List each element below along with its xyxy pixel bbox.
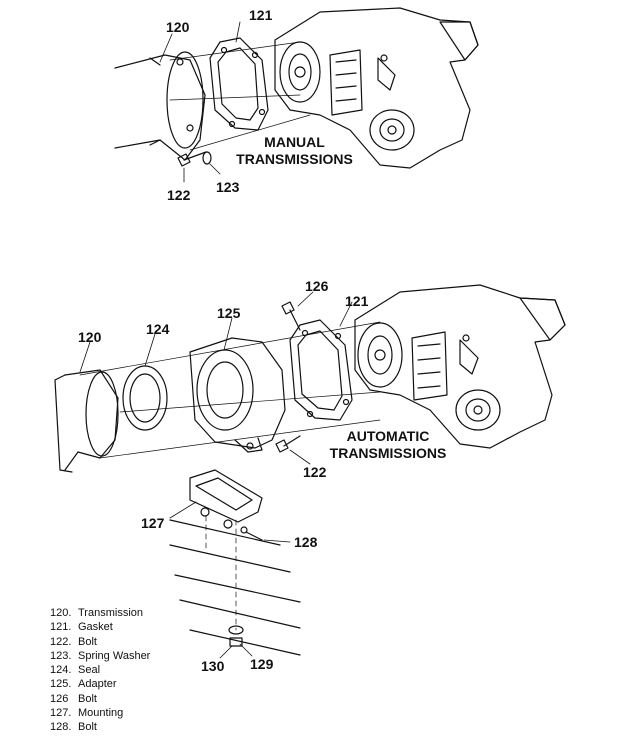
automatic-transmissions-caption: AUTOMATIC TRANSMISSIONS (323, 428, 453, 462)
manual-alignment-lines (169, 41, 311, 151)
callout-120-manual: 120 (166, 19, 190, 35)
legend-number: 121. (50, 621, 72, 634)
legend-label: Seal (78, 664, 101, 677)
legend-number: 128. (50, 721, 72, 734)
legend-item: 127. Mounting (50, 706, 150, 720)
legend-item: 122. Bolt (50, 635, 150, 649)
callout-130: 130 (201, 658, 225, 674)
auto-alignment-lines (79, 321, 381, 459)
legend-item: 125. Adapter (50, 677, 150, 691)
callout-127: 127 (141, 515, 165, 531)
auto-adapter (189, 337, 286, 453)
caption-auto-line2: TRANSMISSIONS (329, 445, 447, 461)
legend-label: Adapter (78, 678, 117, 691)
legend-item: 120. Transmission (50, 606, 150, 620)
legend-number: 123. (50, 649, 72, 662)
legend-item: 121. Gasket (50, 620, 150, 634)
auto-gasket (289, 319, 353, 421)
callout-126: 126 (305, 278, 329, 294)
legend-item: 123. Spring Washer (50, 649, 150, 663)
legend-label: Bolt (78, 721, 97, 734)
mount-centerline (205, 515, 237, 631)
parts-legend: 120. Transmission 121. Gasket 122. Bolt 123… (50, 606, 150, 735)
auto-transmission-housing (54, 369, 119, 473)
legend-number: 126 (50, 692, 69, 705)
auto-bolts (275, 301, 301, 453)
manual-bolt-and-washer (177, 151, 212, 167)
callout-123-manual: 123 (216, 179, 240, 195)
callout-125: 125 (217, 305, 241, 321)
legend-number: 125. (50, 678, 72, 691)
legend-number: 124. (50, 664, 72, 677)
manual-transmission-housing (114, 51, 206, 161)
legend-item: 126 Bolt (50, 692, 150, 706)
crossmember (169, 519, 301, 656)
caption-auto-line1: AUTOMATIC (346, 428, 430, 444)
callout-124: 124 (146, 321, 170, 337)
legend-label: Transmission (78, 607, 143, 619)
callout-122-auto: 122 (303, 464, 327, 480)
manual-transmissions-caption: MANUAL TRANSMISSIONS (232, 134, 357, 168)
manual-leader-lines (159, 21, 241, 183)
legend-label: Mounting (78, 707, 124, 720)
callout-128: 128 (294, 534, 318, 550)
legend-label: Bolt (78, 635, 97, 648)
manual-transfer-case (274, 7, 479, 169)
legend-label: Gasket (78, 621, 113, 634)
callout-122-manual: 122 (167, 187, 191, 203)
legend-item: 128. Bolt (50, 720, 150, 734)
legend-number: 127. (50, 707, 72, 720)
callout-120-auto: 120 (78, 329, 102, 345)
callout-129: 129 (250, 656, 274, 672)
legend-item: 124. Seal (50, 663, 150, 677)
legend-label: Spring Washer (78, 649, 151, 662)
auto-leader-lines (79, 291, 353, 465)
callout-121-manual: 121 (249, 7, 273, 23)
auto-seal (122, 365, 168, 431)
auto-transfer-case (354, 284, 566, 449)
caption-manual-line1: MANUAL (264, 134, 325, 150)
mount-leader-lines (169, 501, 291, 659)
callout-121-auto: 121 (345, 293, 369, 309)
legend-number: 120. (50, 607, 72, 619)
caption-manual-line2: TRANSMISSIONS (236, 151, 353, 167)
legend-label: Bolt (78, 692, 97, 705)
mounting-pad (189, 469, 263, 541)
manual-gasket (209, 37, 269, 131)
legend-number: 122. (50, 635, 72, 648)
